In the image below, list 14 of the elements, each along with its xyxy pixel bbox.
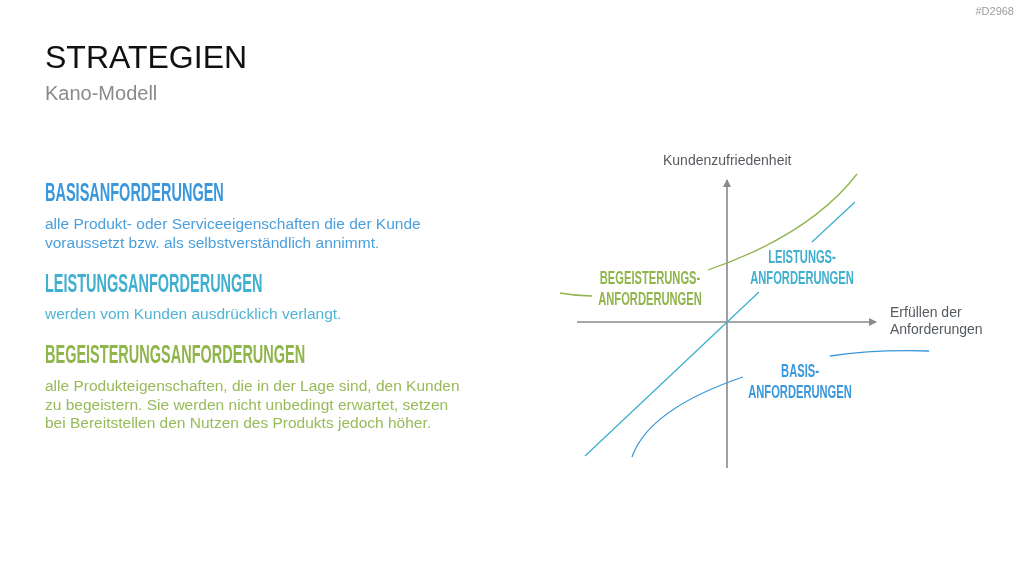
curve-label: BEGEISTERUNGS- ANFORDERUNGEN (598, 268, 702, 310)
subtitle: Kano-Modell (45, 82, 158, 105)
description-text: alle Produkt- oder Serviceeigenschaften die der Kunde voraussetzt bzw. als selbstverständlich annimmt. (45, 215, 422, 252)
axis-label: Erfüllen der Anforderungen (890, 304, 984, 338)
section-heading: BASISANFORDERUNGEN (45, 178, 224, 206)
section-heading: BEGEISTERUNGSANFORDERUNGEN (45, 340, 306, 368)
section-heading: LEISTUNGSANFORDERUNGEN (45, 269, 263, 297)
reference-code: #D2968 (975, 5, 1014, 18)
curve-label: LEISTUNGS- ANFORDERUNGEN (750, 247, 854, 289)
curve-label: BASIS- ANFORDERUNGEN (748, 361, 852, 403)
description-text: alle Produkteigenschaften, die in der Lage sind, den Kunden zu begeistern. Sie werden nicht unbedingt erwartet, setzen bei Bereitstellen den Nutzen des Produkts jedoch höher. (45, 377, 461, 433)
slide-title: STRATEGIEN (45, 39, 248, 76)
axis-label: Kundenzufriedenheit (663, 152, 792, 169)
description-text: werden vom Kunden ausdrücklich verlangt. (45, 305, 343, 324)
